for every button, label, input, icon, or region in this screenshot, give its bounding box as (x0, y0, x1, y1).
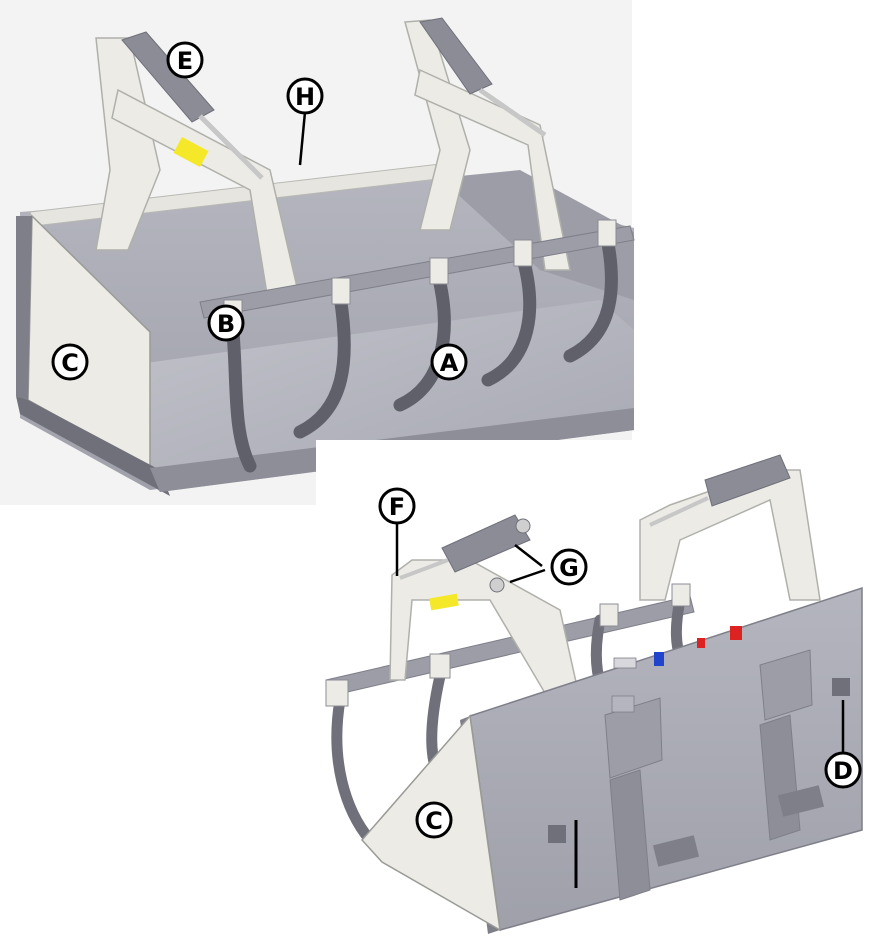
tine-bracket-4 (513, 239, 533, 267)
right-cylinder-rod (478, 87, 547, 138)
red-coupler-marker-small (697, 638, 705, 648)
tine-4 (481, 248, 537, 387)
decal-plate (613, 657, 637, 669)
rear-tine-1 (331, 694, 376, 846)
rear-tine-bracket-3 (599, 603, 619, 627)
left-attach-lug (548, 825, 566, 843)
right-latch-slot (777, 785, 825, 817)
cutting-edge (16, 396, 170, 496)
callout-e-label: E (177, 47, 193, 75)
right-attach-lug (832, 678, 850, 696)
leader-g-lower (509, 568, 546, 584)
left-cylinder-rod (198, 114, 264, 180)
rear-cylinder-pin (515, 518, 531, 534)
rear-left-cylinder-rod (399, 558, 449, 580)
serial-plate (611, 695, 635, 713)
tine-5 (563, 226, 618, 363)
leader-h (298, 111, 307, 166)
callout-g: G (550, 548, 588, 586)
callout-leaders (298, 111, 845, 752)
callout-c-front-label: C (61, 349, 79, 377)
warning-label (173, 137, 209, 167)
blue-coupler-marker (654, 652, 664, 666)
callout-a: A (430, 343, 468, 381)
rear-tine-bracket-2 (429, 653, 451, 679)
leader-g-upper (514, 544, 543, 567)
callout-g-label: G (559, 554, 579, 582)
front-view (0, 0, 635, 505)
callout-h: H (286, 77, 324, 115)
callout-d: D (824, 751, 862, 789)
callout-a-label: A (440, 349, 459, 377)
right-hydraulic-cylinder (419, 17, 493, 95)
tine-bracket-5 (597, 219, 617, 247)
right-hitch-plate (759, 649, 813, 721)
rear-tine-bracket-1 (325, 679, 349, 707)
callout-f-label: F (389, 493, 405, 521)
rear-boom-pin (489, 577, 505, 593)
callout-c-front: C (51, 343, 89, 381)
callout-c-rear: C (415, 801, 453, 839)
left-latch-slot (652, 835, 700, 867)
callout-f: F (378, 487, 416, 525)
left-hitch-plate (604, 697, 663, 779)
bucket-right-wall (440, 170, 634, 300)
callout-b: B (207, 304, 245, 342)
callout-b-label: B (217, 310, 235, 338)
rear-view (316, 440, 889, 938)
tine-bracket-2 (331, 277, 351, 305)
left-hitch-rib (609, 769, 651, 901)
tine-2 (293, 289, 351, 439)
rear-left-cylinder (441, 514, 531, 573)
callout-c-rear-label: C (425, 807, 443, 835)
callout-d-label: D (833, 757, 853, 785)
tine-bracket-3 (429, 257, 449, 285)
left-plate-edge (16, 216, 32, 400)
left-hydraulic-cylinder (121, 31, 215, 123)
red-coupler-marker (730, 626, 742, 640)
callout-h-label: H (295, 83, 315, 111)
rear-right-cylinder-rod (649, 496, 709, 527)
rear-tine-bracket-4 (671, 583, 691, 607)
callout-e: E (166, 41, 204, 79)
rear-warning-label (429, 593, 459, 611)
rear-right-cylinder (704, 454, 791, 507)
tine-1 (225, 313, 257, 473)
